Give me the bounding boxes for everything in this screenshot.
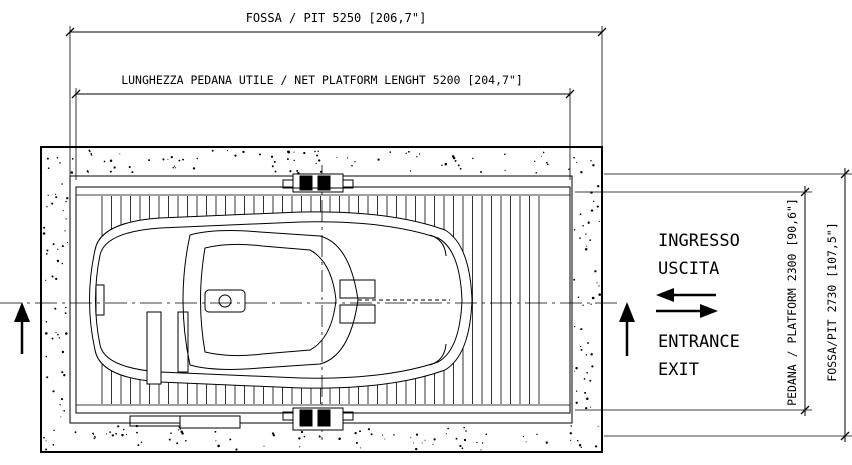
legend-entrance: ENTRANCE xyxy=(658,332,740,352)
bottom-mechanism xyxy=(129,407,354,431)
platform-width-label: PEDANA / PLATFORM 2300 [90,6"] xyxy=(785,198,799,406)
legend-exit: EXIT xyxy=(658,360,699,380)
platform-length-dimension xyxy=(71,88,575,180)
platform-length-label: LUNGHEZZA PEDANA UTILE / NET PLATFORM LE… xyxy=(121,73,523,87)
pit-width-label: FOSSA/PIT 2730 [107,5"] xyxy=(825,222,839,381)
right-up-arrow xyxy=(619,302,635,356)
pit-length-label: FOSSA / PIT 5250 [206,7"] xyxy=(246,11,427,25)
legend-uscita: USCITA xyxy=(658,259,719,279)
legend-ingresso: INGRESSO xyxy=(658,231,740,251)
platform-width-dimension xyxy=(575,186,812,416)
top-mechanism xyxy=(282,173,354,193)
center-axes xyxy=(0,165,620,440)
pit-width-dimension xyxy=(604,168,852,442)
car-outline xyxy=(89,211,473,389)
direction-arrows xyxy=(656,288,718,318)
pit-length-dimension xyxy=(65,26,607,180)
left-up-arrow xyxy=(14,302,30,354)
